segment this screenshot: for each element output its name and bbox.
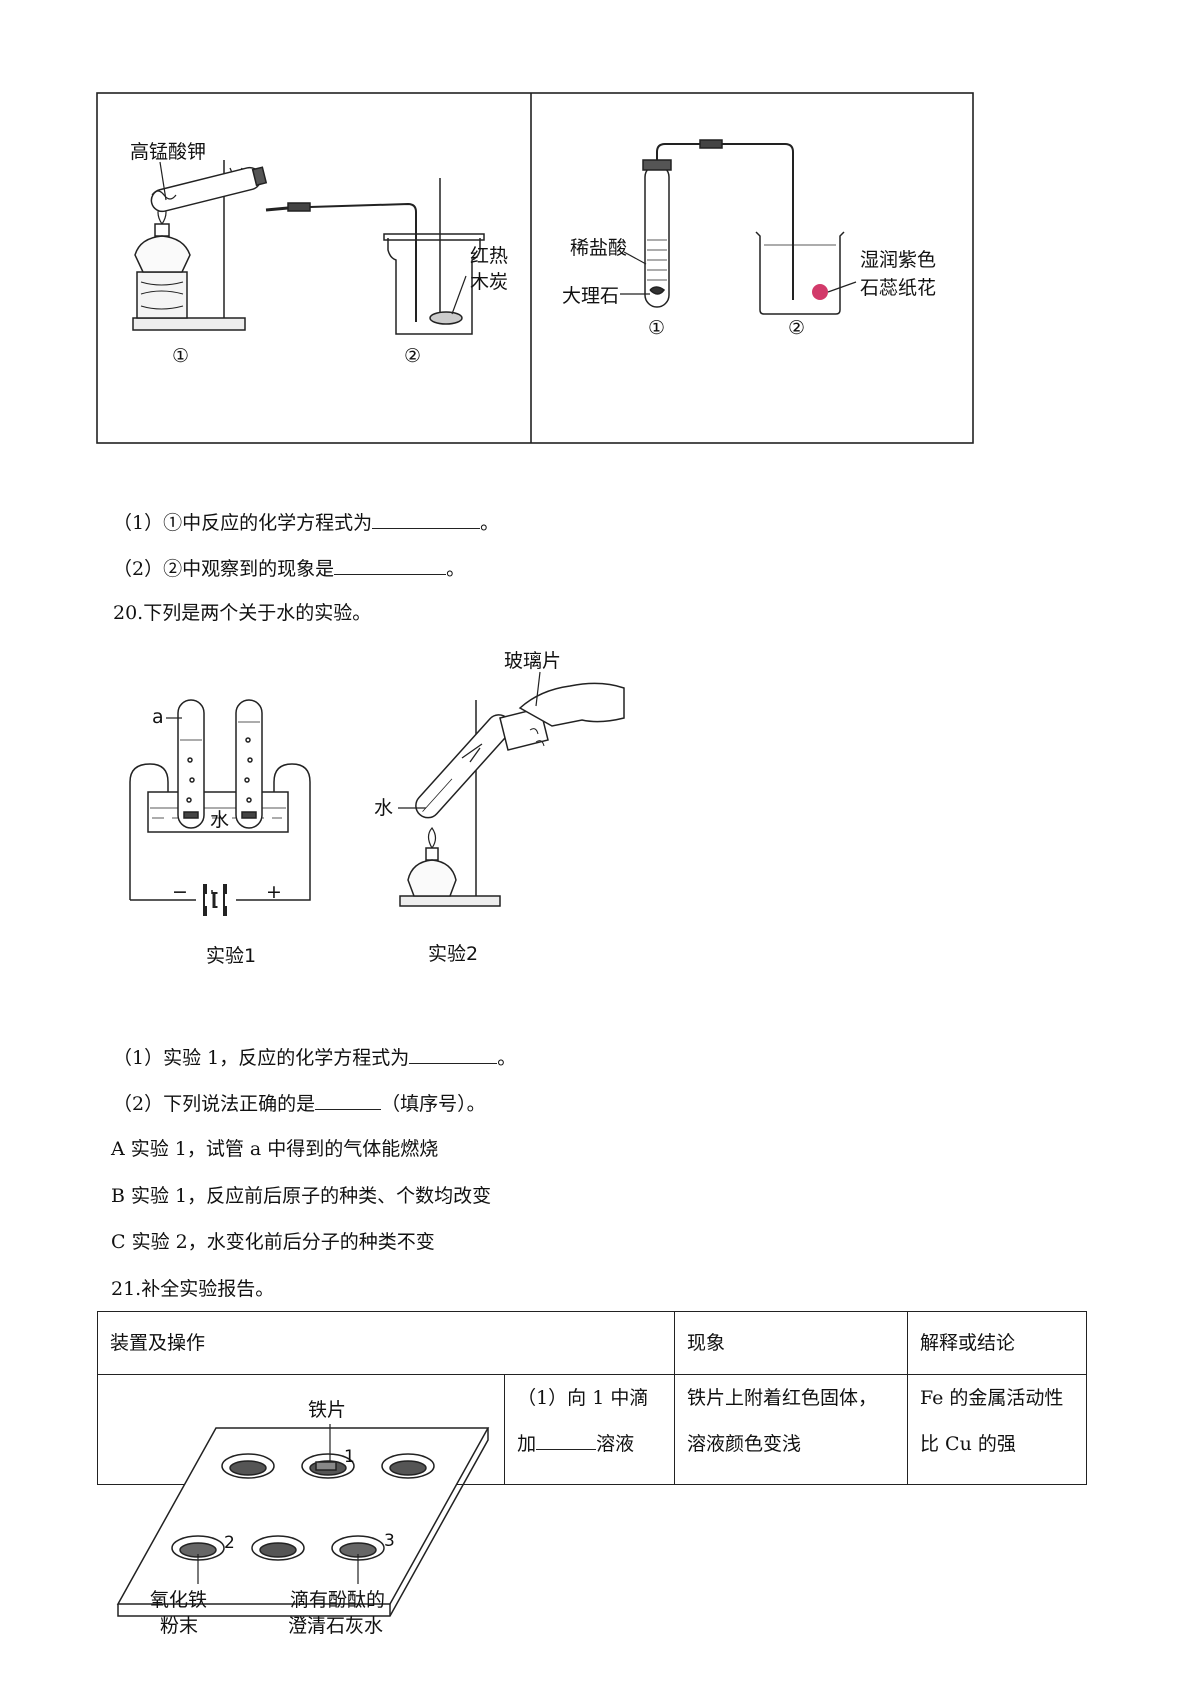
label-well-1: 1	[344, 1447, 355, 1467]
label-iron-oxide-2: 粉末	[160, 1615, 198, 1637]
spot-plate-figure: 铁片 1 2 3 氧化铁 粉末 滴有酚酞的 澄清石灰水	[116, 1399, 490, 1637]
label-litmus-2: 石蕊纸花	[860, 277, 936, 299]
litmus-flower	[812, 284, 828, 300]
label-plus: +	[266, 881, 282, 903]
label-hot-charcoal-2: 木炭	[470, 271, 508, 293]
caption-exp1: 实验1	[206, 945, 256, 967]
q19-sub1: （1）①中反应的化学方程式为。	[113, 508, 499, 536]
table-header-row: 装置及操作 现象 解释或结论	[96, 1311, 1087, 1375]
q21-title: 21.补全实验报告。	[111, 1278, 275, 1300]
label-well-3: 3	[384, 1531, 395, 1551]
label-tube-a: a	[152, 706, 164, 728]
label-right-num-1: ①	[648, 317, 665, 339]
cell-conclusion: Fe 的金属活动性 比 Cu 的强	[907, 1374, 1087, 1485]
label-kmno4: 高锰酸钾	[130, 141, 206, 163]
cell-phenomenon: 铁片上附着红色固体， 溶液颜色变浅	[674, 1374, 908, 1485]
electrolysis-apparatus	[129, 699, 311, 916]
label-glass-plate: 玻璃片	[504, 650, 561, 672]
label-limewater-2: 澄清石灰水	[288, 1615, 383, 1637]
label-water-1: 水	[210, 809, 229, 831]
q19-blank-2[interactable]	[334, 554, 447, 575]
header-operation: 装置及操作	[96, 1311, 676, 1375]
header-conclusion: 解释或结论	[907, 1311, 1087, 1375]
boiling-water-apparatus	[399, 682, 625, 907]
label-marble: 大理石	[562, 285, 619, 307]
figure-oxygen-co2-apparatus: 高锰酸钾 红热 木炭 ① ② 稀盐酸 大理石 湿润紫色 石蕊纸花 ① ②	[96, 92, 974, 444]
label-well-2: 2	[224, 1533, 235, 1553]
q20-option-b: B 实验 1，反应前后原子的种类、个数均改变	[111, 1185, 492, 1207]
kmno4-heating-apparatus	[132, 160, 485, 335]
q20-option-a: A 实验 1，试管 a 中得到的气体能燃烧	[111, 1138, 439, 1160]
label-dilute-hcl: 稀盐酸	[570, 237, 627, 259]
label-hot-charcoal-1: 红热	[470, 245, 508, 267]
q20-sub2: （2）下列说法正确的是（填序号）。	[113, 1089, 486, 1117]
figure-water-experiments: a 水 − + 实验1 玻璃片 水 实验2	[129, 650, 625, 967]
label-iron-oxide-1: 氧化铁	[150, 1589, 207, 1611]
q20-option-c: C 实验 2，水变化前后分子的种类不变	[111, 1231, 435, 1253]
q20-sub1: （1）实验 1，反应的化学方程式为。	[113, 1043, 516, 1071]
caption-exp2: 实验2	[428, 943, 478, 965]
cell-operation: （1）向 1 中滴 加溶液	[504, 1374, 676, 1485]
label-left-num-1: ①	[172, 345, 189, 367]
q20-blank-1[interactable]	[409, 1043, 498, 1064]
label-iron-sheet: 铁片	[308, 1399, 346, 1421]
label-right-num-2: ②	[788, 317, 805, 339]
q19-blank-1[interactable]	[372, 508, 481, 529]
q20-title: 20.下列是两个关于水的实验。	[113, 602, 372, 624]
label-minus: −	[172, 881, 188, 903]
label-water-2: 水	[374, 797, 393, 819]
q21-blank-1[interactable]	[536, 1429, 597, 1450]
co2-apparatus	[642, 139, 845, 315]
q20-blank-2[interactable]	[315, 1089, 382, 1110]
label-litmus-1: 湿润紫色	[860, 249, 936, 271]
header-phenomenon: 现象	[674, 1311, 908, 1375]
q19-sub2: （2）②中观察到的现象是。	[113, 554, 465, 582]
label-limewater-1: 滴有酚酞的	[290, 1589, 385, 1611]
label-left-num-2: ②	[404, 345, 421, 367]
